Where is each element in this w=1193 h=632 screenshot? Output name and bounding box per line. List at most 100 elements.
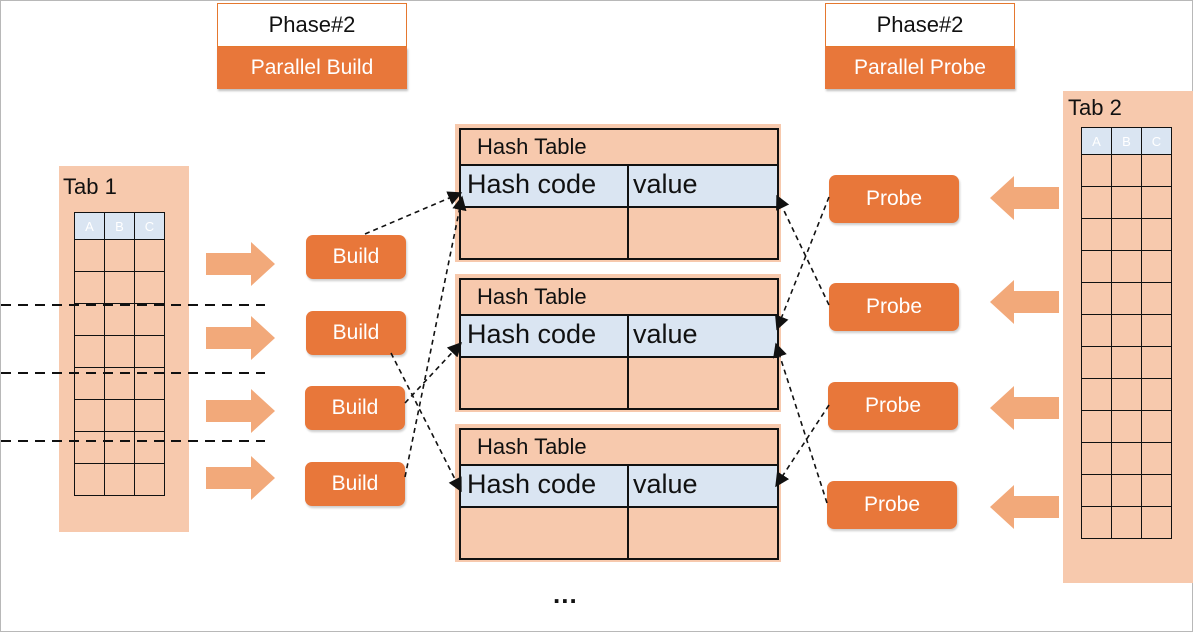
table-cell — [134, 463, 165, 496]
column-header: C — [134, 212, 165, 240]
value-label: value — [633, 319, 698, 349]
table-cell — [1141, 154, 1172, 187]
hash-table-title: Hash Table — [477, 134, 587, 159]
table-cell — [104, 431, 135, 464]
table-row — [1081, 154, 1172, 187]
hash-code-label: Hash code — [467, 469, 597, 499]
phase-probe-title: Phase#2 — [825, 3, 1015, 47]
phase-build-title: Phase#2 — [217, 3, 407, 47]
arrow-right-icon — [206, 389, 275, 433]
phase-probe-subtitle: Parallel Probe — [825, 47, 1015, 89]
phase-build-subtitle: Parallel Build — [217, 47, 407, 89]
table-cell — [1111, 378, 1142, 411]
table-cell — [1141, 186, 1172, 219]
hash-table-3: Hash Table Hash code value — [455, 424, 781, 562]
table-cell — [1141, 442, 1172, 475]
arrow-left-icon — [990, 386, 1059, 430]
table-cell — [134, 399, 165, 432]
tab2-label: Tab 2 — [1068, 95, 1122, 120]
hash-table-header-row: Hash code value — [461, 164, 777, 208]
hash-table-title: Hash Table — [477, 434, 587, 459]
probe-connector — [775, 196, 830, 331]
arrow-left-icon — [990, 176, 1059, 220]
table-row — [1081, 442, 1172, 475]
table-row — [74, 431, 165, 464]
build-connector — [404, 341, 462, 404]
table-row — [1081, 218, 1172, 251]
table-cell — [1141, 378, 1172, 411]
probe-connector — [775, 404, 830, 488]
table-cell — [1111, 506, 1142, 539]
table-cell — [1141, 506, 1172, 539]
phase-build-banner: Phase#2 Parallel Build — [217, 3, 407, 89]
probe-box-3: Probe — [828, 382, 958, 430]
table-row — [74, 271, 165, 304]
hash-table-header-row: Hash code value — [461, 464, 777, 508]
more-tables-ellipsis: ... — [553, 579, 578, 609]
probe-connector — [773, 342, 828, 504]
hash-table-2: Hash Table Hash code value — [455, 274, 781, 412]
table-cell — [1141, 282, 1172, 315]
table-row — [74, 463, 165, 496]
table-row — [1081, 474, 1172, 507]
table-cell — [1081, 282, 1112, 315]
table-cell — [1081, 314, 1112, 347]
table-cell — [134, 271, 165, 304]
table-row — [1081, 378, 1172, 411]
hash-table-title: Hash Table — [477, 284, 587, 309]
table-cell — [134, 239, 165, 272]
arrow-right-icon — [206, 456, 275, 500]
hash-code-label: Hash code — [467, 169, 597, 199]
build-box-3: Build — [305, 386, 405, 430]
tab1-label: Tab 1 — [63, 174, 117, 199]
table-cell — [74, 271, 105, 304]
table-row — [1081, 506, 1172, 539]
table-cell — [1111, 474, 1142, 507]
table-cell — [104, 463, 135, 496]
hash-table-header-row: Hash code value — [461, 314, 777, 358]
table-cell — [104, 335, 135, 368]
table-row — [74, 335, 165, 368]
hash-table-1: Hash Table Hash code value — [455, 124, 781, 262]
phase-probe-banner: Phase#2 Parallel Probe — [825, 3, 1015, 89]
table-row — [74, 239, 165, 272]
arrow-right-icon — [206, 242, 275, 286]
build-box-2: Build — [306, 311, 406, 355]
table-cell — [74, 463, 105, 496]
table-cell — [104, 239, 135, 272]
table-cell — [1111, 186, 1142, 219]
probe-box-2: Probe — [829, 283, 959, 331]
arrow-left-icon — [990, 485, 1059, 529]
build-connector — [390, 352, 462, 493]
table-cell — [1081, 218, 1112, 251]
column-header: B — [104, 212, 135, 240]
table-cell — [1111, 250, 1142, 283]
value-label: value — [633, 169, 698, 199]
probe-box-1: Probe — [829, 175, 959, 223]
build-connector — [404, 195, 467, 478]
build-box-4: Build — [305, 462, 405, 506]
table-row — [1081, 186, 1172, 219]
table-cell — [1111, 410, 1142, 443]
table-cell — [134, 335, 165, 368]
hash-code-label: Hash code — [467, 319, 597, 349]
arrow-left-icon — [990, 280, 1059, 324]
table-cell — [74, 335, 105, 368]
table-row — [1081, 282, 1172, 315]
probe-box-4: Probe — [827, 481, 957, 529]
value-label: value — [633, 469, 698, 499]
arrow-right-icon — [206, 316, 275, 360]
flow-arrows-right — [206, 242, 275, 500]
table-cell — [1111, 282, 1142, 315]
probe-connector — [776, 194, 830, 306]
table-cell — [134, 303, 165, 336]
table-cell — [1141, 250, 1172, 283]
build-box-1: Build — [306, 235, 406, 279]
flow-arrows-left — [990, 176, 1059, 529]
column-header: A — [1081, 127, 1112, 155]
